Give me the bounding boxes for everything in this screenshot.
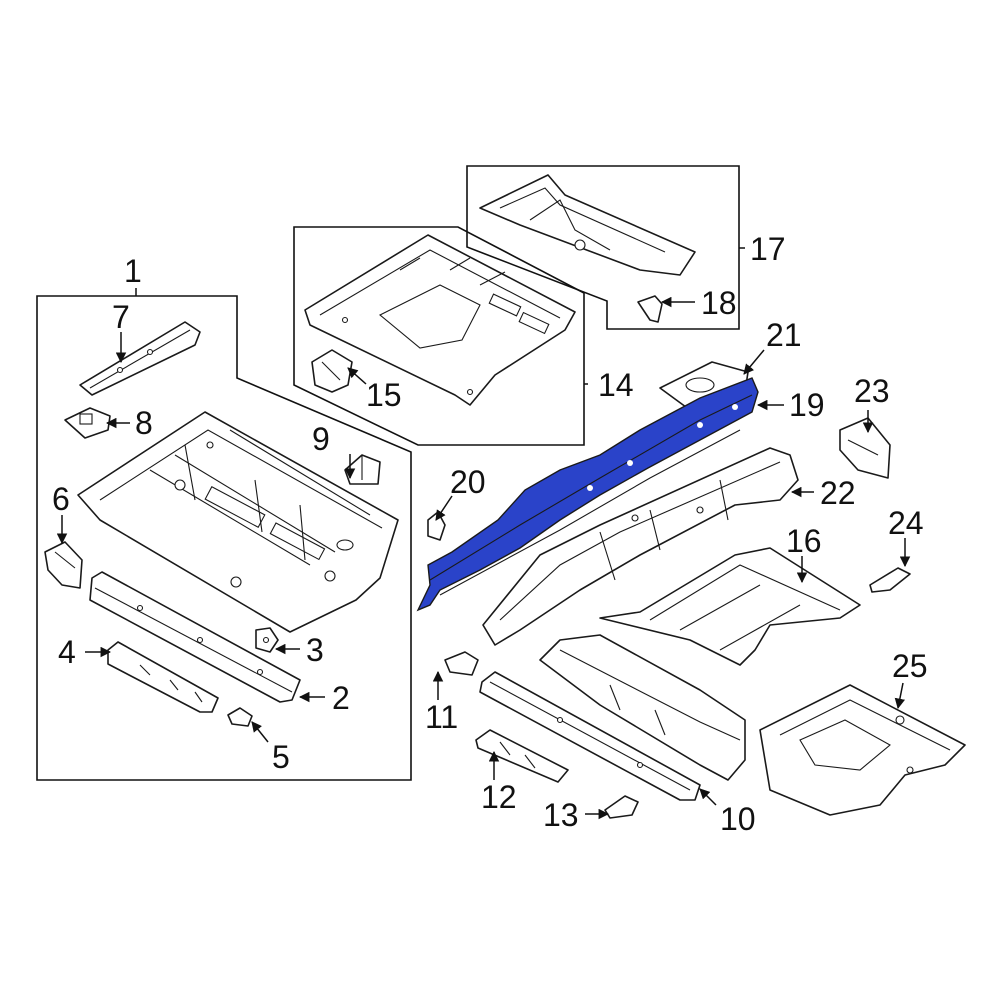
callout-10: 10 [720,801,756,837]
part-25-trunk-floor [759,684,966,816]
part-8-bracket [64,407,111,439]
part-24-bracket [869,567,911,593]
part-11-bracket [444,651,479,676]
group-box-1 [36,295,412,781]
group-box-14 [293,226,585,446]
callout-25: 25 [892,648,928,684]
callout-14: 14 [598,367,634,403]
part-20-bracket [427,511,446,541]
callout-4: 4 [58,634,76,670]
part-17-rear-floor-extension [479,174,696,276]
callout-5: 5 [272,739,290,775]
callout-12: 12 [481,779,517,815]
part-7-reinforcement [79,321,201,396]
callout-16: 16 [786,523,822,559]
callout-3: 3 [306,632,324,668]
callout-1: 1 [124,253,142,289]
callout-numbers: 1 7 8 9 6 3 4 2 5 15 14 17 18 21 19 20 2… [52,231,928,837]
part-13-bracket [604,795,639,819]
part-4-bracket [107,641,219,713]
callout-18: 18 [701,285,737,321]
callout-7: 7 [112,299,130,335]
part-6-extension [44,541,83,589]
part-5-bracket [227,707,253,727]
part-23-cover [839,417,891,479]
callout-2: 2 [332,680,350,716]
callout-20: 20 [450,464,486,500]
callout-21: 21 [766,317,802,353]
front-floor-pan [77,411,399,633]
part-2-crossmember [89,571,301,703]
callout-23: 23 [854,373,890,409]
callout-19: 19 [789,387,825,423]
part-3-plate [255,627,279,653]
callout-17: 17 [750,231,786,267]
part-18-bracket [637,295,663,323]
part-10-inner-rail [539,634,746,781]
callout-22: 22 [820,475,856,511]
part-10-sill [479,671,701,801]
callout-13: 13 [543,797,579,833]
part-22-rear-rail [482,447,799,646]
part-16-crossmember [599,547,861,666]
callout-24: 24 [888,505,924,541]
group-box-17 [466,165,740,330]
part-19-rear-frame-rail [416,377,759,612]
callout-15: 15 [366,377,402,413]
callout-11: 11 [425,699,458,735]
callout-9: 9 [312,421,330,457]
callout-6: 6 [52,481,70,517]
part-15-bracket [311,349,353,393]
part-12-reinforcement [475,729,569,783]
callout-8: 8 [135,405,153,441]
leader-lines [56,247,911,820]
part-14-rear-floor [304,234,576,406]
